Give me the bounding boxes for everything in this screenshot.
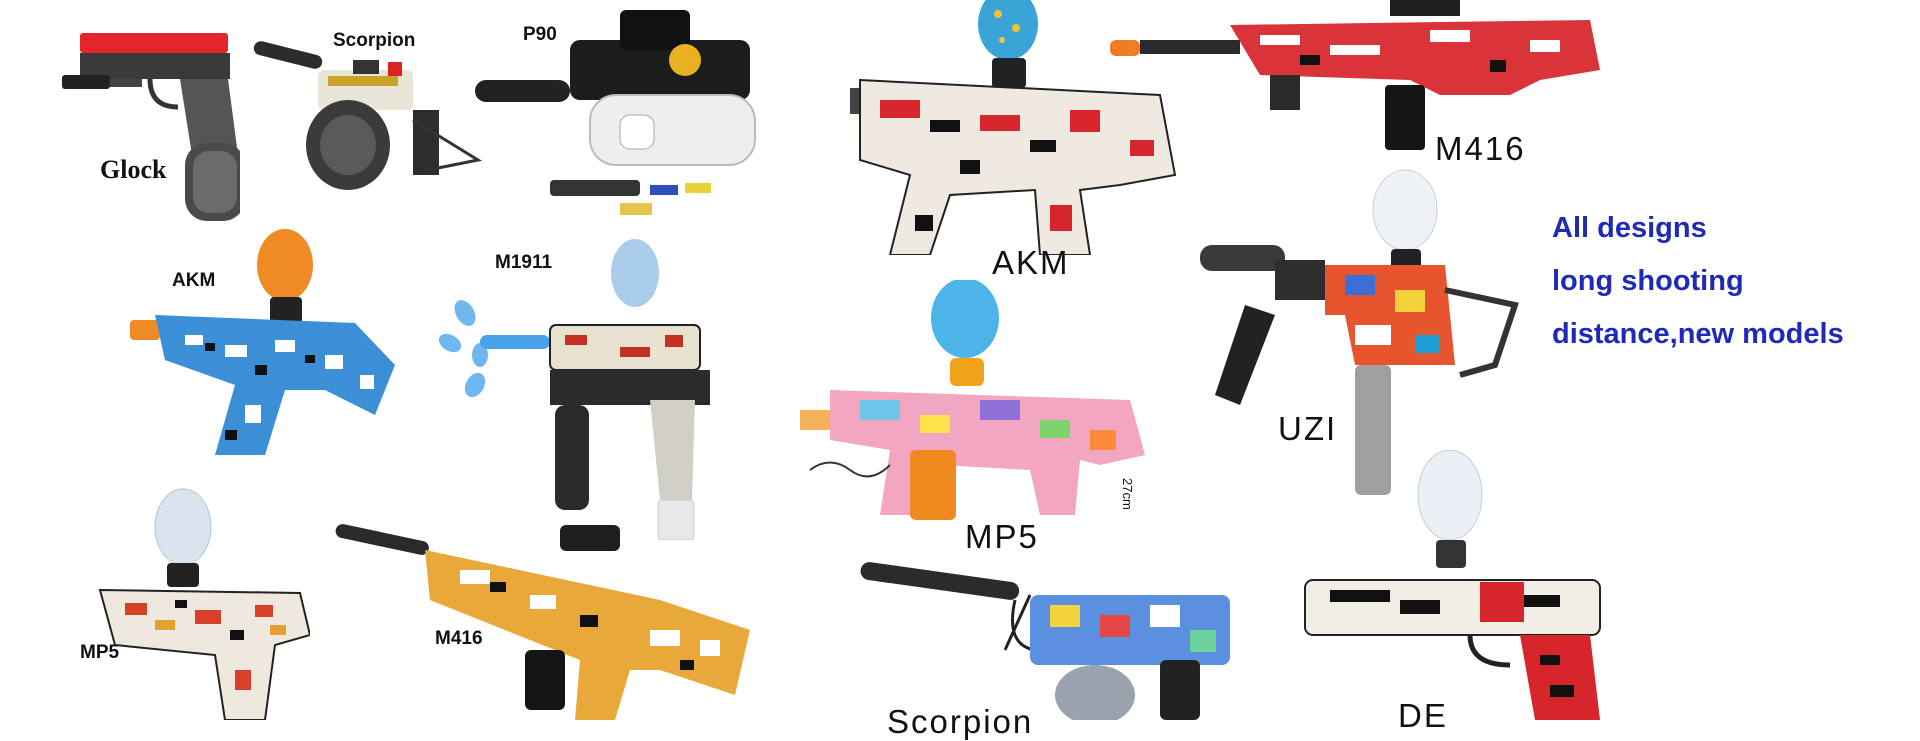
scorpion-bottom-label: Scorpion [887,703,1034,740]
m416-gel-blaster-icon [335,524,750,720]
promo-line-1: All designs [1552,212,1707,244]
mp5-gel-blaster-icon [800,280,1145,520]
p90-label: P90 [523,24,557,45]
scorpion-gel-blaster-icon [253,41,483,190]
m416-left-label: M416 [435,628,483,649]
mp5-mid-label: MP5 [965,518,1039,555]
akm-left-label: AKM [172,270,216,291]
scorpion-top-label: Scorpion [333,30,416,51]
glock-label: Glock [100,155,167,184]
glock-gel-blaster-icon [62,33,240,221]
scorpion-gel-blaster-icon [860,562,1230,720]
p90-gel-blaster-icon [475,10,756,215]
uzi-gel-blaster-icon [1200,169,1519,495]
mp5-left-label: MP5 [80,642,120,663]
promo-line-2: long shooting [1552,265,1744,297]
akm-mid-label: AKM [992,244,1070,281]
promo-line-3: distance,new models [1552,318,1844,350]
uzi-label: UZI [1278,410,1338,447]
akm-gel-blaster-icon [130,229,395,455]
promo-text: All designs long shooting distance,new m… [1552,202,1844,361]
desert-eagle-gel-blaster-icon [1304,450,1601,720]
product-collage: Glock Scorpion P90 AKM [62,0,1844,740]
mp5-size-mark: 27cm [1120,478,1135,510]
akm-gel-blaster-icon [850,0,1177,255]
m416-gel-blaster-icon [1110,0,1600,150]
m1911-label: M1911 [495,252,553,273]
de-label: DE [1398,697,1448,734]
m416-right-label: M416 [1435,130,1526,167]
m1911-gel-blaster-icon [438,239,710,540]
mp5-gel-blaster-icon [98,488,310,720]
